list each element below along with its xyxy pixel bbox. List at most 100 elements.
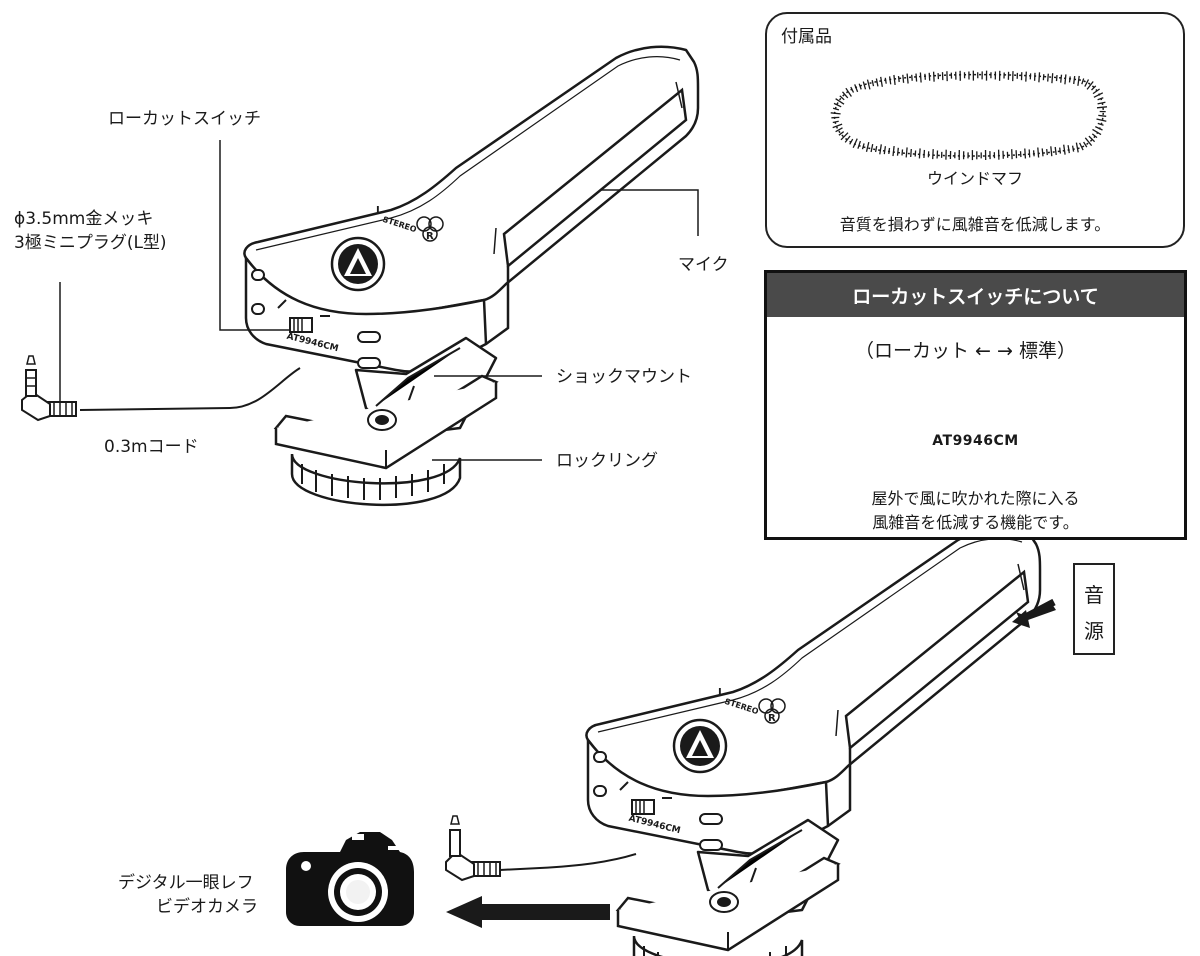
fur-strand [1067,145,1070,154]
fur-strand [892,146,895,157]
fur-strand [1064,74,1067,85]
fur-strand [1097,122,1104,126]
fur-strand [883,146,887,155]
fur-strand [852,138,858,149]
fur-strand [1095,126,1103,131]
fur-strand [879,144,882,155]
fur-strand [906,73,909,84]
fur-strand [896,147,899,156]
fur-strand [1097,101,1106,105]
wind-muff-icon [830,70,1108,161]
fur-strand [932,71,935,82]
fur-strand [854,84,859,93]
fur-strand [902,74,905,83]
fur-strand [1071,145,1075,152]
fur-strand [835,98,845,105]
fur-strand [865,141,870,152]
fur-strand [1046,149,1048,156]
fur-strand [880,76,883,87]
device-right-lower: R [768,713,776,724]
fur-strand [832,123,843,129]
fur-strand [1084,137,1093,147]
sound-source-box: 音 源 [1073,563,1115,655]
fur-strand [923,149,926,158]
label-shock-mount: ショックマウント [556,367,692,387]
fur-strand [850,86,855,93]
fur-strand [874,145,878,153]
fur-strand [928,72,931,81]
fur-strand [918,148,921,159]
device-left-upper: L [376,205,383,216]
fur-strand [832,107,840,111]
label-plug-line1: ϕ3.5mm金メッキ [14,209,154,229]
accessory-description: 音質を損わずに風雑音を低減します。 [839,215,1111,234]
fur-strand [888,76,892,85]
fur-strand [1083,141,1088,148]
fur-strand [897,76,900,83]
fur-strand [1032,150,1035,157]
fur-strand [919,72,922,83]
fur-strand [1079,142,1084,151]
fur-strand [1068,76,1071,83]
sound-source-char2: 源 [1084,619,1104,643]
fur-strand [1051,73,1054,84]
fur-strand [1047,73,1049,82]
fur-strand [1059,147,1062,154]
fur-strand [832,120,839,124]
fur-strand [911,74,913,81]
fur-strand [1063,144,1066,155]
device-left-lower: L [718,687,725,698]
fur-strand [1096,106,1108,109]
lowcut-panel: ローカットスイッチについて （ローカット ← → 標準） AT9946CM 屋外… [764,270,1187,540]
fur-strand [849,138,854,145]
fur-strand [839,95,845,101]
fur-strand [861,143,865,150]
lowcut-desc-line2: 風雑音を低減する機能です。 [872,513,1079,532]
label-cord: 0.3mコード [104,437,199,457]
fur-strand [910,148,912,158]
fur-strand [1073,76,1076,85]
fur-strand [888,147,891,154]
plug-upper [21,355,301,422]
fur-strand [1084,79,1090,87]
label-camera-line2: ビデオカメラ [156,897,258,917]
fur-strand [901,149,904,156]
lowcut-title: ローカットスイッチについて [852,286,1099,308]
fur-strand [905,147,908,158]
fur-strand [835,127,843,133]
fur-strand [858,83,862,90]
fur-strand [1097,97,1104,101]
fur-strand [1028,149,1031,158]
fur-strand [1092,88,1100,95]
camera-icon [286,832,414,926]
label-locking-ring: ロックリング [556,451,658,471]
lowcut-desc-line1: 屋外で風に吹かれた際に入る [871,489,1080,508]
fur-strand [1088,135,1096,143]
arrow-left-icon [446,896,610,928]
fur-strand [1093,92,1104,98]
fur-strand [1091,133,1098,139]
fur-strand [842,91,849,99]
fur-strand [1050,146,1053,157]
fur-strand [1037,147,1040,158]
accessory-title: 付属品 [781,27,832,47]
fur-strand [1081,78,1085,85]
label-mic: マイク [678,255,729,275]
fur-strand [1041,148,1044,157]
fur-strand [838,131,845,136]
fur-strand [1060,74,1063,83]
lowcut-model: AT9946CM [932,433,1019,449]
fur-strand [875,78,879,87]
fur-strand [845,87,852,97]
fur-strand [1055,75,1058,82]
fur-strand [844,135,851,143]
fur-strand [893,74,896,85]
label-low-cut-switch: ローカットスイッチ [108,109,261,129]
label-camera-line1: デジタル一眼レフ [118,873,254,893]
accessory-name: ウインドマフ [926,169,1023,188]
fur-strand [830,112,841,115]
label-plug-line2: 3極ミニプラグ(L型) [14,233,167,253]
fur-strand [1091,85,1097,91]
fur-strand [870,143,874,153]
fur-strand [915,73,918,82]
